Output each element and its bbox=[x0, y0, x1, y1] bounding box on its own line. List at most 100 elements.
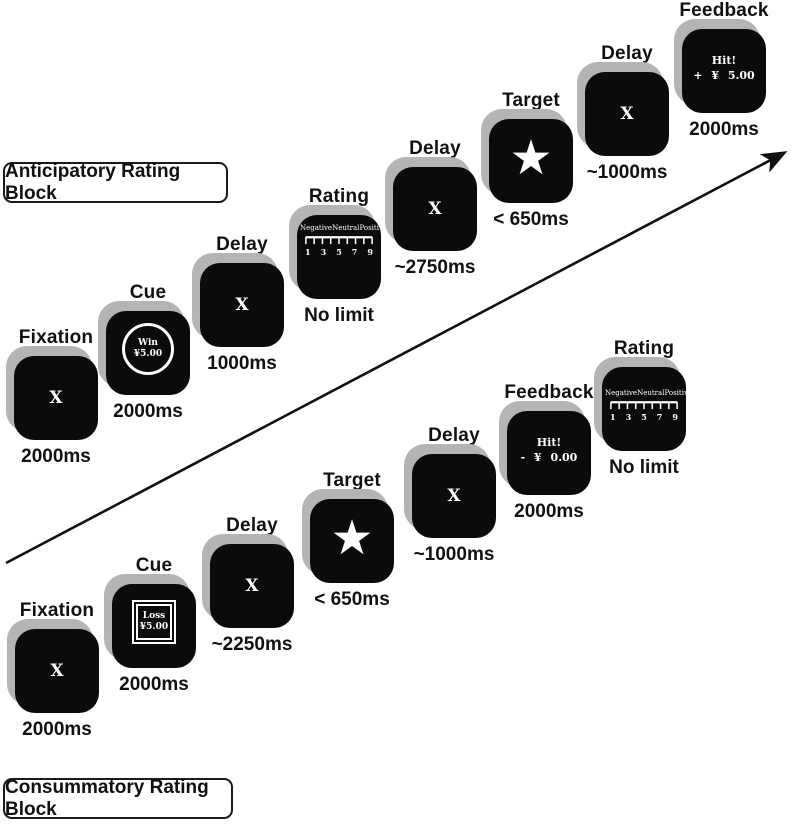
scale-number: 5 bbox=[336, 247, 342, 257]
stage-label: Delay bbox=[428, 425, 480, 446]
loss-cue-square-inner: Loss ¥5.00 bbox=[136, 604, 172, 640]
stimulus-card: Win ¥5.00 bbox=[106, 311, 190, 395]
fixation-cross: X bbox=[620, 103, 634, 124]
rating-scale: Negative Neutral Positive 1 3 5 7 9 bbox=[605, 367, 692, 422]
fixation-cross: X bbox=[49, 387, 63, 408]
cue-text-line1: Win bbox=[138, 338, 158, 348]
rating-ruler-icon bbox=[610, 401, 678, 410]
stimulus-card: ★ bbox=[489, 119, 573, 203]
anchor-neutral: Neutral bbox=[637, 389, 665, 397]
stage-label: Rating bbox=[308, 186, 370, 207]
stage-label: Cue bbox=[129, 282, 167, 303]
stage-label: Cue bbox=[135, 555, 173, 576]
anticipatory-block-label-text: Anticipatory Rating Block bbox=[5, 160, 181, 204]
stage-label: Rating bbox=[613, 338, 675, 359]
trial-screen-ant-feedback: Feedback Hit! + ¥ 5.00 2000ms bbox=[669, 1, 779, 141]
stimulus-card: Hit! - ¥ 0.00 bbox=[507, 411, 591, 495]
duration-label: 2000ms bbox=[113, 401, 183, 422]
anticipatory-block-label: Anticipatory Rating Block bbox=[3, 160, 228, 204]
duration-label: ~2250ms bbox=[211, 634, 293, 655]
duration-label: ~1000ms bbox=[586, 162, 668, 183]
duration-label: 2000ms bbox=[119, 674, 189, 695]
stimulus-card: X bbox=[412, 454, 496, 538]
trial-screen-ant-delay1: Delay X 1000ms bbox=[187, 235, 297, 375]
fixation-cross: X bbox=[428, 198, 442, 219]
stimulus-card: Loss ¥5.00 bbox=[112, 584, 196, 668]
stage-label: Delay bbox=[409, 138, 461, 159]
rating-scale-numbers: 1 3 5 7 9 bbox=[305, 247, 373, 257]
stimulus-card: Negative Neutral Positive 1 3 5 7 9 bbox=[602, 367, 692, 451]
anchor-positive: Positive bbox=[664, 389, 693, 397]
anchor-negative: Negative bbox=[300, 224, 333, 232]
duration-label: ~1000ms bbox=[413, 544, 495, 565]
duration-label: 2000ms bbox=[21, 446, 91, 467]
stimulus-card: X bbox=[200, 263, 284, 347]
trial-screen-con-delay1: Delay X ~2250ms bbox=[197, 516, 307, 656]
stimulus-card: Negative Neutral Positive 1 3 5 7 9 bbox=[297, 215, 387, 299]
trial-screen-ant-delay2: Delay X ~2750ms bbox=[380, 139, 490, 279]
feedback-line1: Hit! bbox=[711, 54, 737, 67]
feedback-text: Hit! - ¥ 0.00 bbox=[521, 435, 578, 465]
trial-screen-con-fixation: Fixation X 2000ms bbox=[2, 601, 112, 741]
trial-screen-ant-cue: Cue Win ¥5.00 2000ms bbox=[93, 283, 203, 423]
duration-label: No limit bbox=[304, 305, 374, 326]
cue-text-line2: ¥5.00 bbox=[133, 349, 163, 359]
stimulus-card: X bbox=[585, 72, 669, 156]
scale-number: 1 bbox=[305, 247, 311, 257]
duration-label: No limit bbox=[609, 457, 679, 478]
trial-screen-ant-delay3: Delay X ~1000ms bbox=[572, 44, 682, 184]
anchor-negative: Negative bbox=[605, 389, 638, 397]
stage-label: Fixation bbox=[18, 327, 94, 348]
stimulus-card: ★ bbox=[310, 499, 394, 583]
duration-label: 2000ms bbox=[514, 501, 584, 522]
rating-ruler-icon bbox=[305, 236, 373, 245]
stage-label: Feedback bbox=[679, 0, 769, 21]
rating-scale-anchors: Negative Neutral Positive bbox=[300, 224, 387, 233]
trial-screen-ant-target: Target ★ < 650ms bbox=[476, 91, 586, 231]
stage-label: Delay bbox=[216, 234, 268, 255]
trial-screen-ant-fixation: Fixation X 2000ms bbox=[1, 328, 111, 468]
stimulus-card: X bbox=[210, 544, 294, 628]
scale-number: 3 bbox=[625, 412, 632, 422]
feedback-line2: - ¥ 0.00 bbox=[520, 451, 578, 464]
consummatory-block-label-text: Consummatory Rating Block bbox=[5, 776, 209, 820]
stage-label: Delay bbox=[226, 515, 278, 536]
scale-number: 1 bbox=[610, 412, 616, 422]
scale-number: 5 bbox=[641, 412, 647, 422]
stage-label: Target bbox=[323, 470, 381, 491]
scale-number: 3 bbox=[320, 247, 327, 257]
duration-label: 1000ms bbox=[207, 353, 277, 374]
scale-number: 7 bbox=[351, 247, 358, 257]
duration-label: 2000ms bbox=[689, 119, 759, 140]
trial-screen-con-target: Target ★ < 650ms bbox=[297, 471, 407, 611]
fixation-cross: X bbox=[447, 485, 461, 506]
trial-screen-con-rating: Rating Negative Neutral Positive 1 3 5 7 bbox=[589, 339, 699, 479]
trial-screen-con-cue: Cue Loss ¥5.00 2000ms bbox=[99, 556, 209, 696]
duration-label: ~2750ms bbox=[394, 257, 476, 278]
fixation-cross: X bbox=[235, 294, 249, 315]
fixation-cross: X bbox=[50, 660, 64, 681]
trial-screen-ant-rating: Rating Negative Neutral Positive 1 3 5 7 bbox=[284, 187, 394, 327]
trial-screen-con-feedback: Feedback Hit! - ¥ 0.00 2000ms bbox=[494, 383, 604, 523]
rating-scale: Negative Neutral Positive 1 3 5 7 9 bbox=[300, 215, 387, 257]
rating-scale-anchors: Negative Neutral Positive bbox=[605, 389, 692, 398]
anchor-neutral: Neutral bbox=[332, 224, 360, 232]
fixation-cross: X bbox=[245, 575, 259, 596]
stage-label: Delay bbox=[601, 43, 653, 64]
scale-number: 9 bbox=[672, 412, 678, 422]
cue-text-line2: ¥5.00 bbox=[139, 622, 169, 632]
stage-label: Target bbox=[502, 90, 560, 111]
stage-label: Fixation bbox=[19, 600, 95, 621]
duration-label: 2000ms bbox=[22, 719, 92, 740]
feedback-line1: Hit! bbox=[536, 436, 562, 449]
cue-text-line1: Loss bbox=[142, 611, 166, 621]
duration-label: < 650ms bbox=[314, 589, 390, 610]
star-icon: ★ bbox=[509, 132, 553, 185]
duration-label: < 650ms bbox=[493, 209, 569, 230]
scale-number: 9 bbox=[367, 247, 373, 257]
trial-screen-con-delay2: Delay X ~1000ms bbox=[399, 426, 509, 566]
loss-cue-square-icon: Loss ¥5.00 bbox=[132, 600, 176, 644]
star-icon: ★ bbox=[330, 512, 374, 565]
anchor-positive: Positive bbox=[359, 224, 388, 232]
